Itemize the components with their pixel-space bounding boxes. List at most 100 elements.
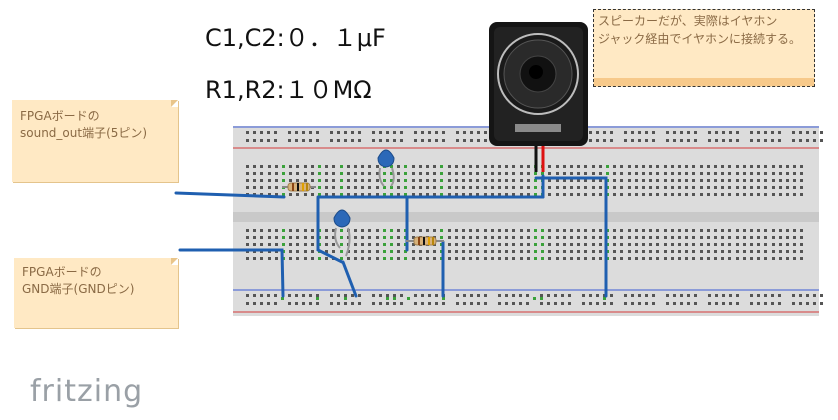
breadboard-hole bbox=[316, 139, 319, 142]
breadboard-hole bbox=[527, 250, 530, 253]
breadboard-hole bbox=[736, 172, 739, 175]
breadboard-hole bbox=[596, 302, 599, 305]
breadboard-hole bbox=[344, 302, 347, 305]
breadboard-hole bbox=[455, 236, 458, 239]
breadboard-hole bbox=[512, 250, 515, 253]
breadboard-hole bbox=[582, 294, 585, 297]
breadboard-hole bbox=[628, 229, 631, 232]
breadboard-hole bbox=[354, 179, 357, 182]
breadboard-hole bbox=[736, 294, 739, 297]
breadboard-hole bbox=[361, 179, 364, 182]
breadboard-hole bbox=[253, 243, 256, 246]
breadboard-hole bbox=[428, 131, 431, 134]
breadboard-hole bbox=[577, 165, 580, 168]
breadboard-hole bbox=[666, 302, 669, 305]
breadboard-hole bbox=[799, 302, 802, 305]
breadboard-hole bbox=[337, 139, 340, 142]
breadboard-hole bbox=[664, 186, 667, 189]
breadboard-hole bbox=[628, 243, 631, 246]
breadboard-hole bbox=[548, 257, 551, 260]
breadboard-hole bbox=[498, 172, 501, 175]
breadboard-hole bbox=[440, 186, 443, 189]
breadboard-hole bbox=[260, 179, 263, 182]
breadboard-hole bbox=[491, 172, 494, 175]
breadboard-hole bbox=[455, 172, 458, 175]
breadboard-hole bbox=[656, 229, 659, 232]
breadboard-hole bbox=[671, 243, 674, 246]
breadboard-hole bbox=[800, 229, 803, 232]
breadboard-hole bbox=[397, 243, 400, 246]
breadboard-hole bbox=[620, 236, 623, 239]
breadboard-hole bbox=[253, 229, 256, 232]
wire-c2-gnd bbox=[341, 260, 358, 298]
breadboard-hole bbox=[786, 179, 789, 182]
breadboard-hole bbox=[477, 302, 480, 305]
breadboard-hole bbox=[736, 186, 739, 189]
breadboard-hole bbox=[505, 193, 508, 196]
breadboard-hole bbox=[311, 193, 314, 196]
breadboard-hole bbox=[649, 186, 652, 189]
breadboard-hole bbox=[678, 172, 681, 175]
breadboard-hole bbox=[498, 257, 501, 260]
breadboard-hole bbox=[419, 250, 422, 253]
breadboard-hole bbox=[268, 179, 271, 182]
breadboard-hole bbox=[368, 229, 371, 232]
breadboard-hole bbox=[613, 250, 616, 253]
breadboard-hole bbox=[337, 302, 340, 305]
note-line: sound_out端子(5ピン) bbox=[20, 126, 148, 140]
breadboard-hole bbox=[288, 131, 291, 134]
breadboard-hole bbox=[462, 250, 465, 253]
breadboard-hole bbox=[642, 257, 645, 260]
breadboard-hole bbox=[687, 302, 690, 305]
breadboard-hole bbox=[813, 139, 816, 142]
breadboard-hole bbox=[599, 250, 602, 253]
breadboard-hole bbox=[246, 257, 249, 260]
breadboard-hole bbox=[383, 172, 386, 175]
breadboard-hole bbox=[260, 302, 263, 305]
breadboard-hole bbox=[404, 172, 407, 175]
breadboard-hole bbox=[397, 186, 400, 189]
breadboard-hole bbox=[477, 131, 480, 134]
breadboard-hole bbox=[715, 139, 718, 142]
breadboard-hole bbox=[715, 302, 718, 305]
breadboard-hole bbox=[426, 250, 429, 253]
breadboard-hole bbox=[393, 131, 396, 134]
breadboard-hole bbox=[721, 236, 724, 239]
breadboard-hole bbox=[771, 131, 774, 134]
breadboard-hole bbox=[404, 250, 407, 253]
breadboard-hole bbox=[685, 193, 688, 196]
breadboard-hole bbox=[332, 186, 335, 189]
breadboard-hole bbox=[577, 257, 580, 260]
breadboard-hole bbox=[692, 165, 695, 168]
breadboard-hole bbox=[505, 186, 508, 189]
breadboard-hole bbox=[736, 165, 739, 168]
breadboard-hole bbox=[750, 302, 753, 305]
breadboard-hole bbox=[520, 250, 523, 253]
breadboard-hole bbox=[750, 229, 753, 232]
breadboard-hole bbox=[736, 229, 739, 232]
breadboard-hole bbox=[606, 165, 609, 168]
breadboard-hole bbox=[673, 131, 676, 134]
breadboard-hole bbox=[275, 229, 278, 232]
breadboard-hole bbox=[421, 294, 424, 297]
breadboard-hole bbox=[527, 229, 530, 232]
breadboard-hole bbox=[563, 257, 566, 260]
breadboard-hole bbox=[368, 165, 371, 168]
breadboard-hole bbox=[435, 302, 438, 305]
breadboard-hole bbox=[652, 294, 655, 297]
breadboard-hole bbox=[397, 193, 400, 196]
breadboard-hole bbox=[577, 179, 580, 182]
breadboard-hole bbox=[757, 179, 760, 182]
breadboard-hole bbox=[289, 236, 292, 239]
breadboard-hole bbox=[397, 179, 400, 182]
breadboard-hole bbox=[397, 250, 400, 253]
breadboard-hole bbox=[772, 193, 775, 196]
breadboard-hole bbox=[442, 131, 445, 134]
breadboard-hole bbox=[649, 250, 652, 253]
breadboard-hole bbox=[582, 302, 585, 305]
breadboard-hole bbox=[700, 186, 703, 189]
breadboard-hole bbox=[599, 243, 602, 246]
breadboard-hole bbox=[448, 179, 451, 182]
breadboard-hole bbox=[664, 257, 667, 260]
breadboard-hole bbox=[534, 186, 537, 189]
